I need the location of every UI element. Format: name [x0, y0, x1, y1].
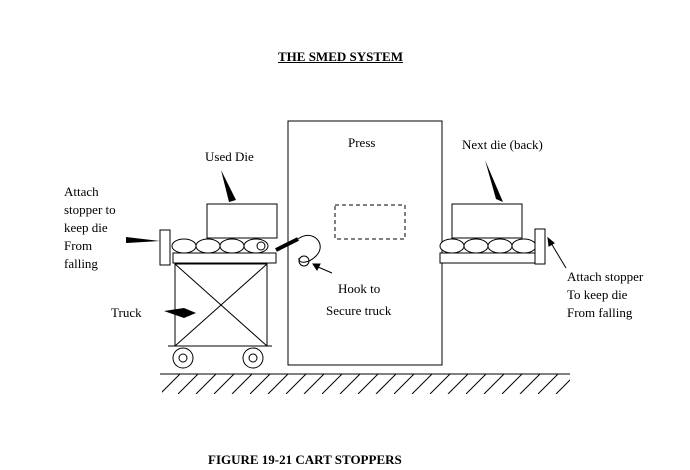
press-die-slot — [334, 204, 406, 240]
used-die-label: Used Die — [205, 149, 254, 164]
press-body — [287, 120, 443, 366]
truck-right-deck — [439, 252, 536, 264]
hook-line-1: Hook to — [338, 281, 381, 296]
hook — [275, 234, 321, 267]
attach-right-line-3: From falling — [567, 305, 633, 320]
truck-left-deck — [172, 252, 277, 264]
next-die — [451, 203, 523, 239]
truck-label: Truck — [111, 305, 142, 320]
press-label: Press — [348, 135, 376, 150]
attach-right-line-2: To keep die — [567, 287, 628, 302]
attach-right-label: Attach stopper To keep die From falling — [567, 268, 643, 322]
truck-left-wheels — [172, 347, 264, 369]
used-die — [206, 203, 278, 239]
pointer-attach-right — [547, 236, 567, 269]
diagram-title: THE SMED SYSTEM — [278, 49, 403, 64]
pointer-attach-left — [126, 237, 160, 243]
hook-label: Hook to Secure truck — [326, 278, 391, 322]
pointer-next-die — [485, 160, 503, 202]
attach-left-line-1: Attach — [64, 184, 99, 199]
pointer-truck — [164, 308, 196, 318]
hook-line-2: Secure truck — [326, 303, 392, 318]
ground-hatching — [162, 374, 570, 394]
truck-right-stopper — [534, 228, 546, 265]
pointer-hook — [312, 263, 333, 274]
attach-left-line-4: From — [64, 238, 93, 253]
figure-caption: FIGURE 19-21 CART STOPPERS — [208, 452, 402, 467]
attach-left-line-5: falling — [64, 256, 98, 271]
attach-left-label: Attach stopper to keep die From falling — [64, 183, 116, 273]
attach-right-line-1: Attach stopper — [567, 269, 644, 284]
truck-left-stopper — [159, 229, 171, 266]
next-die-label: Next die (back) — [462, 137, 543, 152]
truck-right-rollers — [439, 238, 537, 254]
attach-left-line-2: stopper to — [64, 202, 116, 217]
pointer-used-die — [221, 170, 236, 202]
attach-left-line-3: keep die — [64, 220, 108, 235]
truck-left-rollers — [171, 238, 269, 254]
